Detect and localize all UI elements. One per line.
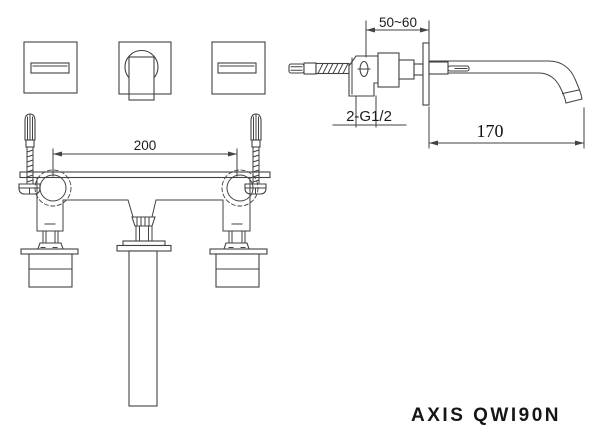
spout-escutcheon-center [118, 41, 172, 101]
valve-assembly-right [209, 230, 268, 288]
valve-assembly-left [20, 230, 79, 288]
handle-escutcheon-left [23, 41, 78, 94]
spout-side-profile [428, 60, 583, 104]
mounting-screw-right [244, 113, 267, 195]
brand-model-label: AXIS QWI90N [411, 405, 561, 426]
inlet-thread-label: 2-G1/2 [346, 108, 392, 125]
dimension-170-label: 170 [477, 121, 504, 141]
side-view: 50~60 2-G1/2 170 [288, 15, 585, 149]
spout-column [116, 216, 172, 407]
inlet-thread-callout: 2-G1/2 [332, 95, 407, 128]
handle-escutcheon-right [211, 41, 266, 95]
dimension-handle-centers: 200 [52, 138, 238, 177]
wall-flange [422, 42, 430, 106]
dimension-50-60-label: 50~60 [379, 15, 417, 30]
dimension-200-label: 200 [134, 138, 157, 153]
valve-port-right [221, 169, 259, 207]
front-view: 200 [18, 41, 271, 407]
valve-cartridge-body [348, 52, 424, 97]
mounting-bracket [19, 171, 271, 179]
supply-connector-rod [288, 62, 350, 75]
dimension-spout-reach: 170 [428, 106, 585, 149]
mounting-screw-left [18, 113, 41, 195]
dimension-wall-depth: 50~60 [365, 15, 430, 58]
